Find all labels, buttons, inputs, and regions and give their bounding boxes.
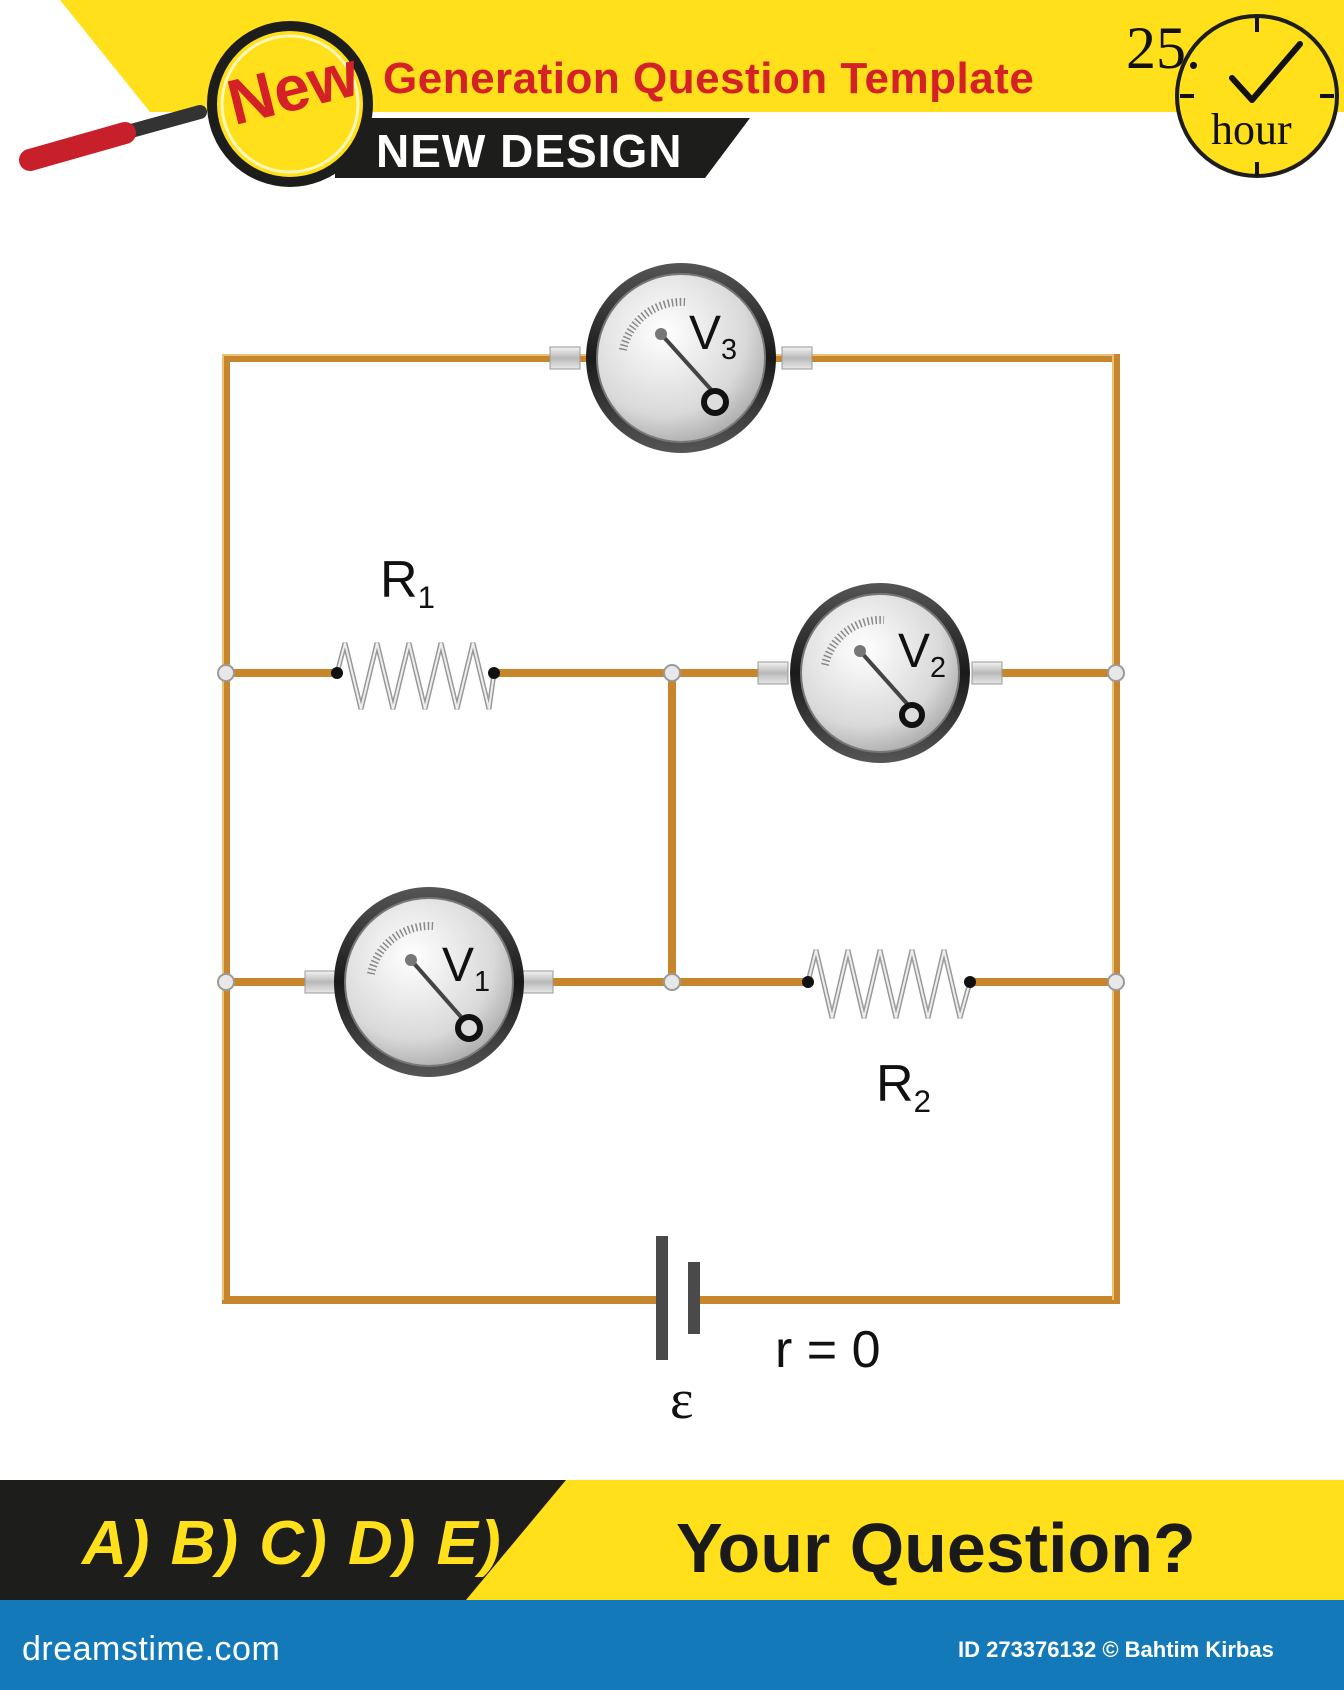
battery-symbol xyxy=(656,1236,700,1360)
resistor-r1-label: R1 xyxy=(380,551,435,615)
header-yellow-band xyxy=(60,0,1344,112)
voltmeter-v3-label: V3 xyxy=(689,307,738,367)
voltmeter-v2 xyxy=(757,583,1003,763)
footer-logo: dreamstime.com xyxy=(22,1630,281,1668)
footer-bar xyxy=(0,1600,1344,1690)
voltmeter-v3 xyxy=(549,263,813,453)
resistor-r2 xyxy=(802,949,976,1019)
clock-icon xyxy=(1175,14,1339,178)
emf-label: ε xyxy=(670,1369,694,1431)
question-prompt: Your Question? xyxy=(676,1509,1196,1587)
internal-resistance-label: r = 0 xyxy=(775,1321,881,1379)
timer-number: 25. xyxy=(1126,15,1201,81)
design-subtitle: NEW DESIGN xyxy=(376,125,683,177)
timer-unit: hour xyxy=(1211,105,1292,154)
resistor-r1 xyxy=(331,642,500,710)
answer-bar xyxy=(0,1480,1344,1600)
voltmeter-v1-label: V1 xyxy=(442,939,491,999)
resistor-r2-label: R2 xyxy=(876,1055,931,1119)
voltmeter-v2-label: V2 xyxy=(898,625,947,685)
footer-credit: ID 273376132 © Bahtim Kirbas xyxy=(958,1637,1274,1662)
voltmeter-v1 xyxy=(304,887,554,1077)
template-title: Generation Question Template xyxy=(383,54,1035,103)
wires xyxy=(222,354,1120,1304)
magnifier-icon xyxy=(19,21,373,187)
header-banner xyxy=(19,0,1344,187)
answer-options: A) B) C) D) E) xyxy=(82,1509,503,1578)
header-black-ribbon xyxy=(335,118,750,178)
junction-nodes xyxy=(217,664,1125,991)
